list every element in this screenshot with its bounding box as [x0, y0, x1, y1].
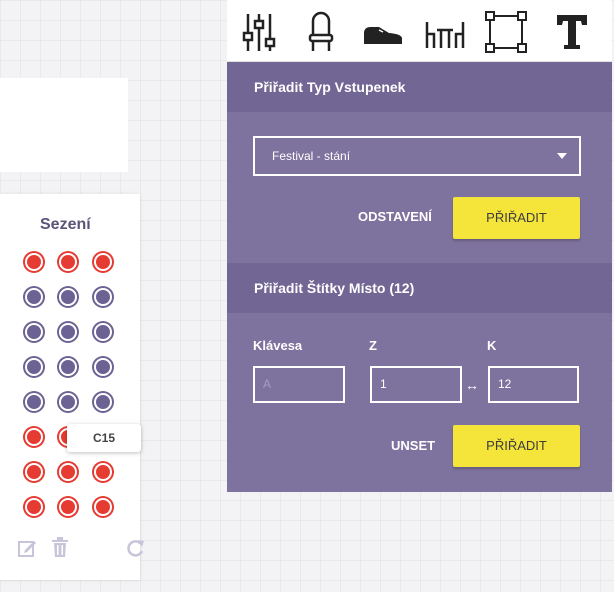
seat[interactable]	[25, 463, 43, 481]
seat[interactable]	[25, 498, 43, 516]
key-label: Klávesa	[253, 338, 303, 353]
assign-labels-button[interactable]: PŘIŘADIT	[453, 425, 580, 467]
seat[interactable]	[25, 253, 43, 271]
remove-ticket-type-button[interactable]: ODSTAVENÍ	[358, 209, 432, 224]
sliders-icon[interactable]	[237, 10, 281, 54]
to-input[interactable]: 12	[488, 366, 579, 403]
seat[interactable]	[25, 428, 43, 446]
ticket-type-heading: Přiřadit Typ Vstupenek	[227, 62, 612, 112]
seat[interactable]	[25, 288, 43, 306]
shoe-icon[interactable]	[361, 10, 405, 54]
seat[interactable]	[94, 463, 112, 481]
seat[interactable]	[59, 358, 77, 376]
seat[interactable]	[94, 393, 112, 411]
table-icon[interactable]	[423, 10, 467, 54]
seat[interactable]	[59, 253, 77, 271]
key-input[interactable]: A	[253, 366, 345, 403]
seat-labels-heading: Přiřadit Štítky Místo (12)	[227, 263, 612, 313]
seat[interactable]	[59, 323, 77, 341]
canvas-white-box	[0, 78, 128, 172]
chevron-down-icon	[557, 153, 567, 159]
seat-tooltip: C15	[67, 424, 141, 452]
seat[interactable]	[94, 323, 112, 341]
text-icon[interactable]	[550, 10, 594, 54]
seat[interactable]	[25, 358, 43, 376]
seat[interactable]	[59, 498, 77, 516]
seat[interactable]	[59, 393, 77, 411]
seat[interactable]	[25, 323, 43, 341]
seat[interactable]	[59, 463, 77, 481]
seat[interactable]	[94, 358, 112, 376]
ticket-type-selected: Festival - stání	[272, 149, 351, 163]
edit-icon[interactable]	[17, 538, 37, 563]
seating-title: Sezení	[40, 216, 91, 233]
assign-ticket-type-button[interactable]: PŘIŘADIT	[453, 197, 580, 239]
chair-icon[interactable]	[299, 10, 343, 54]
toolbar	[227, 0, 612, 62]
seat[interactable]	[94, 253, 112, 271]
trash-icon[interactable]	[51, 537, 69, 563]
to-label: K	[487, 338, 497, 353]
from-label: Z	[369, 338, 377, 353]
rotate-icon[interactable]	[126, 538, 146, 563]
unset-button[interactable]: UNSET	[391, 438, 436, 453]
seat[interactable]	[94, 288, 112, 306]
swap-arrows-icon: ↔	[465, 377, 479, 393]
select-box-icon[interactable]	[484, 10, 528, 54]
seat[interactable]	[59, 288, 77, 306]
seating-panel	[0, 194, 140, 580]
seat[interactable]	[94, 498, 112, 516]
seat[interactable]	[25, 393, 43, 411]
from-input[interactable]: 1	[370, 366, 462, 403]
ticket-type-select[interactable]: Festival - stání	[253, 136, 581, 176]
